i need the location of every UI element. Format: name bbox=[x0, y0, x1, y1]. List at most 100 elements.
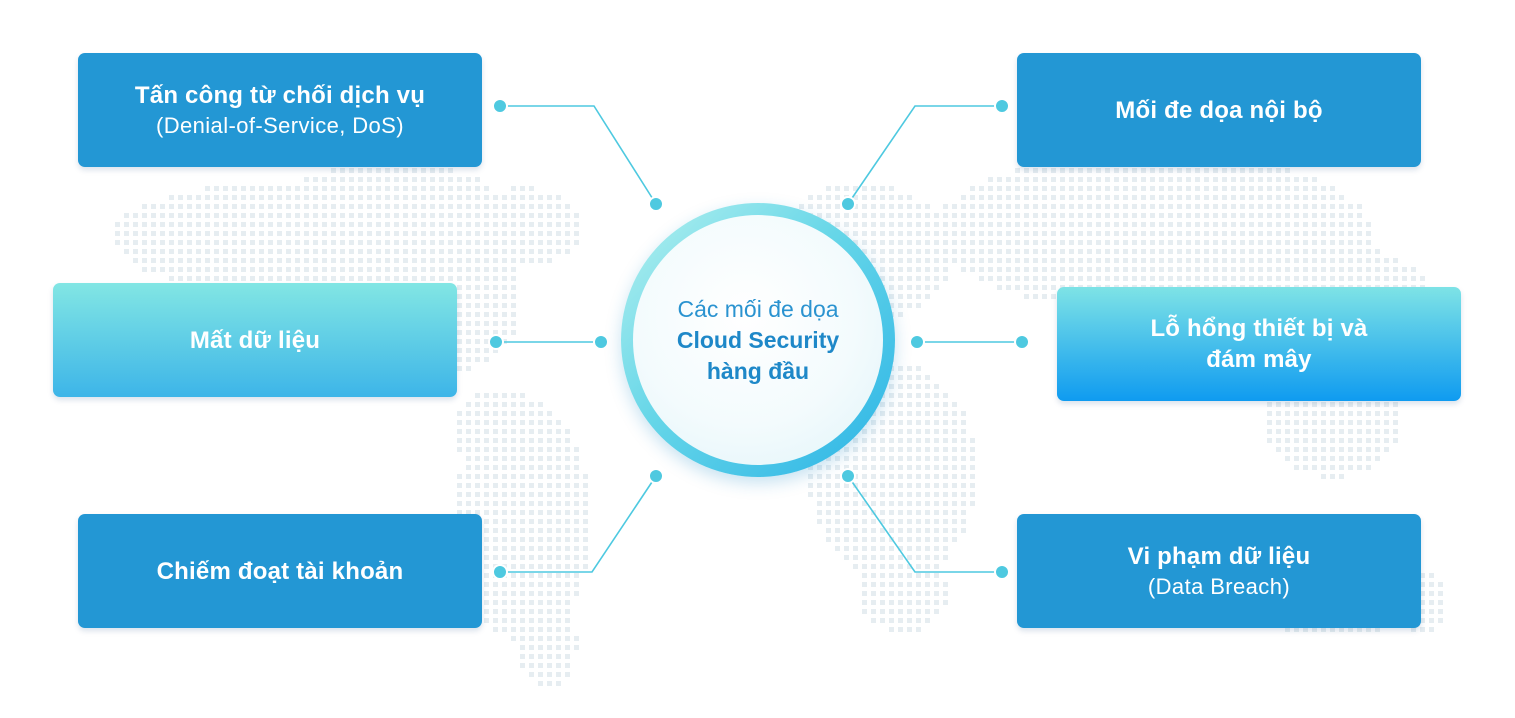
map-dot bbox=[1159, 267, 1164, 272]
map-dot bbox=[484, 582, 489, 587]
map-dot bbox=[871, 600, 876, 605]
map-dot bbox=[493, 627, 498, 632]
map-dot bbox=[493, 240, 498, 245]
map-dot bbox=[538, 204, 543, 209]
map-dot bbox=[574, 447, 579, 452]
map-dot bbox=[529, 510, 534, 515]
map-dot bbox=[1357, 276, 1362, 281]
map-dot bbox=[952, 249, 957, 254]
map-dot bbox=[1042, 195, 1047, 200]
map-dot bbox=[916, 231, 921, 236]
map-dot bbox=[871, 456, 876, 461]
map-dot bbox=[502, 276, 507, 281]
map-dot bbox=[241, 186, 246, 191]
map-dot bbox=[817, 492, 822, 497]
map-dot bbox=[538, 663, 543, 668]
map-dot bbox=[925, 420, 930, 425]
map-dot bbox=[475, 294, 480, 299]
map-dot bbox=[898, 240, 903, 245]
map-dot bbox=[1078, 258, 1083, 263]
map-dot bbox=[1312, 258, 1317, 263]
map-dot bbox=[1348, 429, 1353, 434]
map-dot bbox=[1033, 276, 1038, 281]
map-dot bbox=[250, 231, 255, 236]
map-dot bbox=[898, 519, 903, 524]
map-dot bbox=[142, 258, 147, 263]
map-dot bbox=[502, 600, 507, 605]
map-dot bbox=[1015, 186, 1020, 191]
map-dot bbox=[1204, 213, 1209, 218]
map-dot bbox=[475, 429, 480, 434]
map-dot bbox=[1393, 402, 1398, 407]
map-dot bbox=[880, 231, 885, 236]
map-dot bbox=[898, 474, 903, 479]
map-dot bbox=[1348, 249, 1353, 254]
map-dot bbox=[349, 240, 354, 245]
map-dot bbox=[493, 582, 498, 587]
map-dot bbox=[1375, 267, 1380, 272]
map-dot bbox=[1132, 177, 1137, 182]
map-dot bbox=[1105, 276, 1110, 281]
map-dot bbox=[1339, 195, 1344, 200]
map-dot bbox=[925, 546, 930, 551]
map-dot bbox=[934, 267, 939, 272]
map-dot bbox=[970, 438, 975, 443]
map-dot bbox=[232, 222, 237, 227]
map-dot bbox=[1015, 276, 1020, 281]
map-dot bbox=[259, 249, 264, 254]
map-dot bbox=[1186, 249, 1191, 254]
map-dot bbox=[1177, 249, 1182, 254]
map-dot bbox=[934, 492, 939, 497]
connector-node-breach-outer bbox=[994, 564, 1010, 580]
map-dot bbox=[448, 168, 453, 173]
map-dot bbox=[1114, 204, 1119, 209]
map-dot bbox=[1276, 267, 1281, 272]
map-dot bbox=[925, 609, 930, 614]
map-dot bbox=[943, 267, 948, 272]
map-dot bbox=[340, 276, 345, 281]
map-dot bbox=[943, 447, 948, 452]
map-dot bbox=[1330, 195, 1335, 200]
map-dot bbox=[898, 411, 903, 416]
map-dot bbox=[880, 600, 885, 605]
map-dot bbox=[1195, 231, 1200, 236]
map-dot bbox=[475, 474, 480, 479]
map-dot bbox=[133, 258, 138, 263]
map-dot bbox=[970, 204, 975, 209]
map-dot bbox=[511, 195, 516, 200]
map-dot bbox=[1042, 276, 1047, 281]
map-dot bbox=[196, 204, 201, 209]
map-dot bbox=[925, 582, 930, 587]
map-dot bbox=[826, 456, 831, 461]
map-dot bbox=[493, 303, 498, 308]
map-dot bbox=[1015, 204, 1020, 209]
map-dot bbox=[187, 249, 192, 254]
map-dot bbox=[889, 393, 894, 398]
map-dot bbox=[1069, 231, 1074, 236]
map-dot bbox=[223, 267, 228, 272]
map-dot bbox=[1375, 402, 1380, 407]
map-dot bbox=[574, 636, 579, 641]
map-dot bbox=[889, 591, 894, 596]
map-dot bbox=[151, 249, 156, 254]
map-dot bbox=[1285, 456, 1290, 461]
map-dot bbox=[880, 501, 885, 506]
map-dot bbox=[898, 528, 903, 533]
map-dot bbox=[331, 213, 336, 218]
map-dot bbox=[1159, 195, 1164, 200]
map-dot bbox=[1303, 276, 1308, 281]
map-dot bbox=[943, 555, 948, 560]
connector-node-data-loss-inner bbox=[593, 334, 609, 350]
map-dot bbox=[1303, 222, 1308, 227]
map-dot bbox=[502, 411, 507, 416]
map-dot bbox=[1195, 267, 1200, 272]
map-dot bbox=[1015, 249, 1020, 254]
map-dot bbox=[1213, 168, 1218, 173]
map-dot bbox=[484, 339, 489, 344]
map-dot bbox=[1249, 258, 1254, 263]
map-dot bbox=[1240, 168, 1245, 173]
connector-node-vulnerability-inner bbox=[909, 334, 925, 350]
map-dot bbox=[1321, 249, 1326, 254]
map-dot bbox=[304, 267, 309, 272]
map-dot bbox=[367, 177, 372, 182]
